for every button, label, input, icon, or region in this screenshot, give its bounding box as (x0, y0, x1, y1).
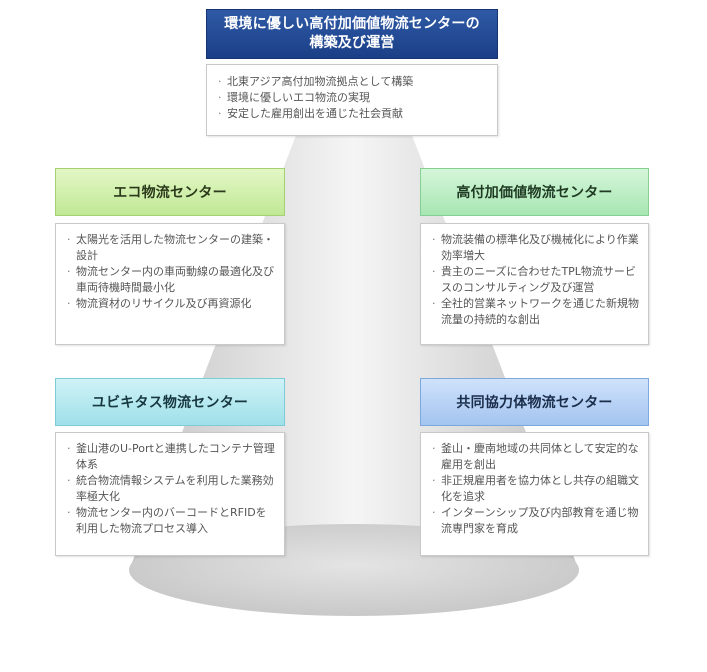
main-goal-title-line1: 環境に優しい高付加価値物流センターの (224, 16, 480, 32)
eco-center-item: 太陽光を活用した物流センターの建築・設計 (66, 232, 276, 264)
ubiquitous-center-item: 物流センター内のバーコードとRFIDを利用した物流プロセス導入 (66, 505, 276, 537)
eco-center-item: 物流センター内の車両動線の最適化及び車両待機時間最小化 (66, 264, 276, 296)
high-value-center-list: 物流装備の標準化及び機械化により作業効率増大 貴主のニーズに合わせたTPL物流サ… (420, 223, 649, 345)
high-value-center-title: 高付加価値物流センター (420, 168, 649, 216)
main-goal-title-line2: 構築及び運営 (309, 35, 395, 51)
cooperative-center-item: 釜山・慶南地域の共同体として安定的な雇用を創出 (431, 441, 640, 473)
ubiquitous-center-title: ユビキタス物流センター (55, 378, 285, 426)
high-value-center-item: 物流装備の標準化及び機械化により作業効率増大 (431, 232, 640, 264)
cooperative-center-title: 共同協力体物流センター (420, 378, 649, 426)
eco-center-item: 物流資材のリサイクル及び再資源化 (66, 296, 276, 312)
ubiquitous-center-item: 釜山港のU-Portと連携したコンテナ管理体系 (66, 441, 276, 473)
main-goal-list: 北東アジア高付加物流拠点として構築 環境に優しいエコ物流の実現 安定した雇用創出… (206, 64, 498, 136)
eco-center-title: エコ物流センター (55, 168, 285, 216)
cooperative-center-item: インターンシップ及び内部教育を通じ物流専門家を育成 (431, 505, 640, 537)
ubiquitous-center-item: 統合物流情報システムを利用した業務効率極大化 (66, 473, 276, 505)
main-goal-item: 安定した雇用創出を通じた社会貢献 (217, 106, 489, 122)
ubiquitous-center-list: 釜山港のU-Portと連携したコンテナ管理体系 統合物流情報システムを利用した業… (55, 432, 285, 556)
main-goal-title: 環境に優しい高付加価値物流センターの 構築及び運営 (206, 9, 498, 59)
cooperative-center-item: 非正規雇用者を協力体とし共存の組職文化を追求 (431, 473, 640, 505)
cooperative-center-list: 釜山・慶南地域の共同体として安定的な雇用を創出 非正規雇用者を協力体とし共存の組… (420, 432, 649, 556)
main-goal-item: 環境に優しいエコ物流の実現 (217, 90, 489, 106)
high-value-center-item: 貴主のニーズに合わせたTPL物流サービスのコンサルティング及び運営 (431, 264, 640, 296)
eco-center-list: 太陽光を活用した物流センターの建築・設計 物流センター内の車両動線の最適化及び車… (55, 223, 285, 345)
high-value-center-item: 全社的営業ネットワークを通じた新規物流量の持続的な創出 (431, 296, 640, 328)
main-goal-item: 北東アジア高付加物流拠点として構築 (217, 74, 489, 90)
